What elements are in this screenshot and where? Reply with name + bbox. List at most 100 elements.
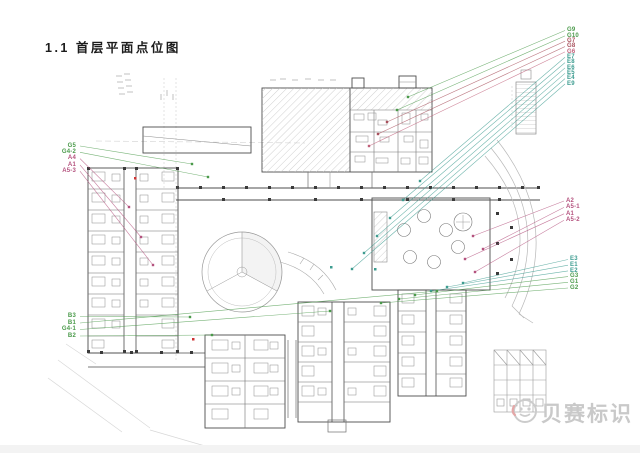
- leader-line-g4-1: [79, 310, 331, 330]
- callout-right-lower-e2: E2: [570, 267, 578, 274]
- bottom-corridor: [287, 340, 297, 418]
- callout-top-right-e6: E6: [567, 64, 575, 71]
- leader-line-e1: [446, 264, 569, 288]
- bottom-center-wing: [297, 301, 391, 433]
- callout-leader-lines: [79, 30, 569, 337]
- leader-line-a5-2: [474, 219, 565, 273]
- leader-line-e4: [363, 78, 566, 254]
- leader-line-g5: [79, 145, 193, 165]
- canopy: [142, 126, 252, 154]
- leader-line-e6: [389, 67, 566, 219]
- callout-top-right-e8: E8: [567, 59, 575, 66]
- point-marker-g3: [413, 293, 417, 297]
- leader-line-g7: [386, 40, 566, 123]
- point-marker-e2: [429, 289, 433, 293]
- point-marker-a1: [463, 257, 467, 261]
- point-marker-g4-2: [206, 175, 210, 179]
- callout-right-lower-e3: E3: [570, 256, 578, 263]
- point-marker-e9: [350, 267, 354, 271]
- leader-line-b1: [79, 290, 438, 324]
- leader-line-a2: [472, 200, 565, 237]
- callout-right-mid-a2: A2: [566, 197, 575, 204]
- leader-line-b2: [79, 334, 213, 337]
- leader-line-g10: [396, 35, 566, 111]
- right-wing: [397, 289, 467, 397]
- leader-line-a5-1: [482, 207, 565, 250]
- service-block: [261, 75, 433, 173]
- callout-right-lower-g3: G3: [570, 273, 579, 280]
- callout-left-upper-g5: G5: [67, 142, 76, 149]
- callout-right-lower-g2: G2: [570, 284, 579, 291]
- callout-top-right-g8: G8: [567, 43, 576, 50]
- curved-walkway: [279, 251, 337, 295]
- left-wing: [87, 167, 179, 354]
- point-marker-a5-3: [151, 263, 155, 267]
- point-marker-e3: [461, 281, 465, 285]
- leader-line-a4: [79, 158, 130, 208]
- leader-line-a5-3: [79, 171, 154, 266]
- callout-top-right-e9: E9: [567, 80, 575, 87]
- courtyard-circle: [201, 231, 283, 313]
- callout-left-lower-g4-1: G4-1: [61, 326, 76, 333]
- point-marker-e6: [388, 216, 392, 220]
- callout-top-right-e7: E7: [567, 54, 575, 61]
- callout-left-lower-b2: B2: [67, 332, 76, 339]
- footer-bar: [0, 445, 640, 453]
- callout-right-mid-a5-2: A5-2: [566, 217, 580, 223]
- point-marker-g4-1: [328, 309, 332, 313]
- leader-line-e3: [462, 259, 569, 284]
- callout-left-upper-a4: A4: [67, 155, 76, 162]
- point-marker-g10: [395, 108, 399, 112]
- banquet-hall: [371, 197, 513, 291]
- link-corridor: [88, 351, 205, 368]
- leader-line-a1: [464, 213, 565, 260]
- callout-left-upper-a1: A1: [67, 161, 76, 168]
- point-marker-e4: [362, 251, 366, 255]
- point-marker-g1: [397, 297, 401, 301]
- leader-line-e2: [430, 270, 569, 292]
- callout-right-mid-a1: A1: [566, 210, 575, 217]
- point-marker-a1: [139, 235, 143, 239]
- point-marker-g7: [385, 120, 389, 124]
- point-marker-e8: [401, 198, 405, 202]
- callout-top-right-g6: G6: [567, 48, 576, 55]
- callout-top-right-g7: G7: [567, 38, 576, 44]
- field-marks: [134, 177, 377, 341]
- point-marker-b2: [210, 333, 214, 337]
- legend-table: [493, 349, 547, 413]
- callout-left-upper-g4-2: G4-2: [61, 149, 76, 156]
- leader-line-e8: [402, 62, 566, 201]
- drive-arcs: [484, 139, 537, 324]
- point-marker-e1: [445, 285, 449, 289]
- leader-line-g1: [398, 282, 569, 300]
- watermark-logo-icon: [508, 396, 540, 426]
- point-marker-g9: [406, 95, 410, 99]
- callout-top-right-e4: E4: [567, 75, 575, 82]
- leader-line-g2: [380, 287, 569, 304]
- leader-line-g3: [414, 276, 569, 296]
- watermark-text: 贝赛标识: [541, 403, 633, 426]
- page-title: 1.1 首层平面点位图: [45, 41, 181, 55]
- point-marker-b1: [435, 289, 439, 293]
- callout-left-lower-b1: B1: [67, 319, 76, 326]
- point-marker-a5-1: [481, 247, 485, 251]
- leader-line-a1: [79, 164, 142, 238]
- callout-top-right-g9: G9: [567, 27, 576, 34]
- point-marker-g6: [367, 144, 371, 148]
- point-marker-b3: [188, 315, 192, 319]
- callout-left-lower-b3: B3: [67, 313, 76, 320]
- main-corridor: [176, 172, 540, 201]
- point-marker-a4: [127, 205, 131, 209]
- callout-left-upper-a5-3: A5-3: [62, 168, 76, 174]
- point-marker-a2: [471, 234, 475, 238]
- micro-annotations: [116, 73, 336, 100]
- point-marker-e5: [375, 234, 379, 238]
- callout-right-lower-g1: G1: [570, 279, 579, 286]
- leader-line-g8: [377, 46, 566, 135]
- leader-line-g6: [368, 51, 566, 147]
- leader-line-e9: [351, 83, 566, 270]
- point-marker-g5: [190, 162, 194, 166]
- kitchen-rooms: [350, 109, 432, 172]
- bottom-left-wing: [204, 334, 286, 429]
